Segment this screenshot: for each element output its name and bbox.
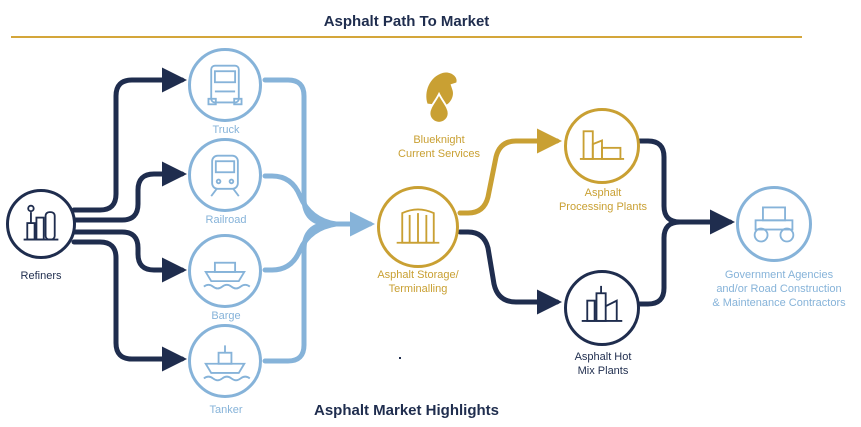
connector-refiners-truck: [71, 67, 187, 213]
truck-label: Truck: [212, 124, 240, 136]
railroad-label: Railroad: [205, 214, 247, 226]
section-title: Asphalt Market Highlights: [313, 402, 500, 419]
tanker-node: [188, 324, 262, 398]
storage-tank-icon: [396, 208, 440, 244]
connector-storage-processing: [457, 128, 562, 216]
train-icon: [210, 154, 240, 197]
storage-label: Asphalt Storage/ Terminalling: [377, 269, 459, 295]
railroad-node: [188, 138, 262, 212]
road-roller-icon: [753, 206, 795, 243]
connector-barge-storage: [262, 221, 339, 273]
factory-icon: [579, 130, 625, 160]
connector-hotmix-government: [637, 219, 683, 307]
hot-mix-plant-icon: [581, 285, 623, 322]
knight-oil-drop-logo: [426, 72, 457, 124]
connector-railroad-storage: [262, 173, 339, 227]
refiners-label: Refiners: [20, 270, 62, 282]
hotmix-node: [564, 270, 640, 346]
barge-icon: [203, 261, 251, 290]
storage-node: [377, 186, 459, 268]
connector-truck-storage: [262, 77, 375, 237]
refiners-node: [6, 189, 76, 259]
truck-node: [188, 48, 262, 122]
connector-tanker-storage: [262, 221, 333, 364]
tanker-ship-icon: [203, 345, 251, 382]
tanker-label: Tanker: [209, 404, 243, 416]
hotmix-label: Asphalt Hot Mix Plants: [574, 351, 632, 377]
refinery-icon: [23, 204, 59, 241]
page-title: Asphalt Path To Market: [323, 13, 490, 30]
connector-storage-hotmix: [457, 229, 562, 315]
truck-icon: [207, 64, 243, 106]
government-label: Government Agencies and/or Road Construc…: [712, 269, 846, 309]
blueknight-label: Blueknight Current Services: [398, 134, 480, 160]
connector-refiners-railroad: [71, 161, 187, 223]
connector-refiners-tanker: [71, 239, 187, 372]
processing-node: [564, 108, 640, 184]
barge-node: [188, 234, 262, 308]
connector-refiners-barge: [71, 229, 187, 283]
processing-label: Asphalt Processing Plants: [558, 187, 648, 213]
stray-dot: [399, 357, 401, 359]
government-node: [736, 186, 812, 262]
barge-label: Barge: [211, 310, 241, 322]
title-rule: [11, 36, 802, 38]
